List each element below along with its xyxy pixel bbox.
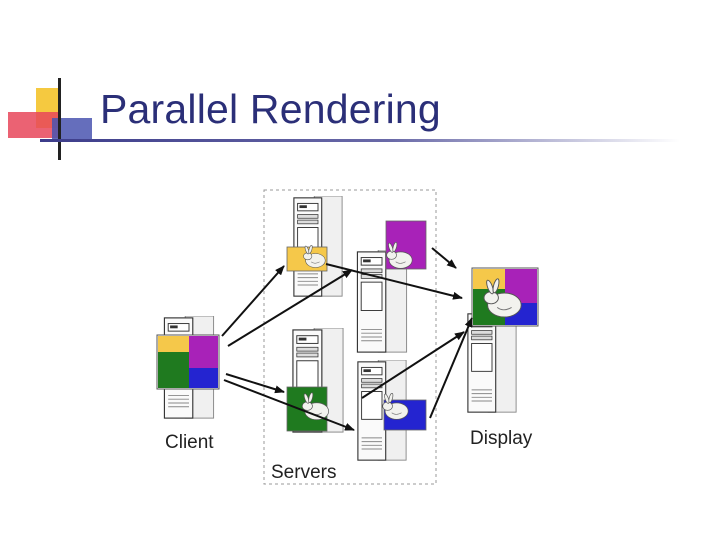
rendered-tile-icon <box>286 386 329 432</box>
logo-vertical-line <box>58 78 61 160</box>
arrow-icon <box>223 379 355 431</box>
servers-group-box <box>263 189 437 485</box>
rendered-tile-icon <box>286 245 328 272</box>
arrow-icon <box>429 317 473 419</box>
display-screen-tiles <box>471 267 539 327</box>
client-label: Client <box>165 432 214 453</box>
arrow-icon <box>325 263 463 300</box>
slide-logo <box>8 78 92 160</box>
client-computer: Client <box>156 316 220 453</box>
display-computer: Display <box>467 267 539 449</box>
arrow-icon <box>221 265 285 337</box>
logo-red-block <box>8 112 60 138</box>
client-screen-tiles <box>156 334 220 390</box>
arrow-icon <box>431 247 457 269</box>
slide-title: Parallel Rendering <box>100 86 441 132</box>
server-3 <box>286 328 344 433</box>
arrow-icon <box>361 331 465 399</box>
servers-label: Servers <box>271 462 336 483</box>
rendered-tile-icon <box>382 393 427 431</box>
rendered-tile-icon <box>385 220 427 270</box>
server-4 <box>357 360 427 461</box>
server-to-display-arrows <box>325 247 473 419</box>
logo-blue-block <box>52 118 92 140</box>
computer-tower-icon <box>467 312 517 413</box>
display-label: Display <box>470 428 533 449</box>
server-1 <box>286 196 343 297</box>
arrow-icon <box>227 269 353 347</box>
client-to-server-arrows <box>221 265 355 431</box>
title-rule <box>40 139 680 142</box>
server-2 <box>356 220 427 353</box>
arrow-icon <box>225 373 285 394</box>
